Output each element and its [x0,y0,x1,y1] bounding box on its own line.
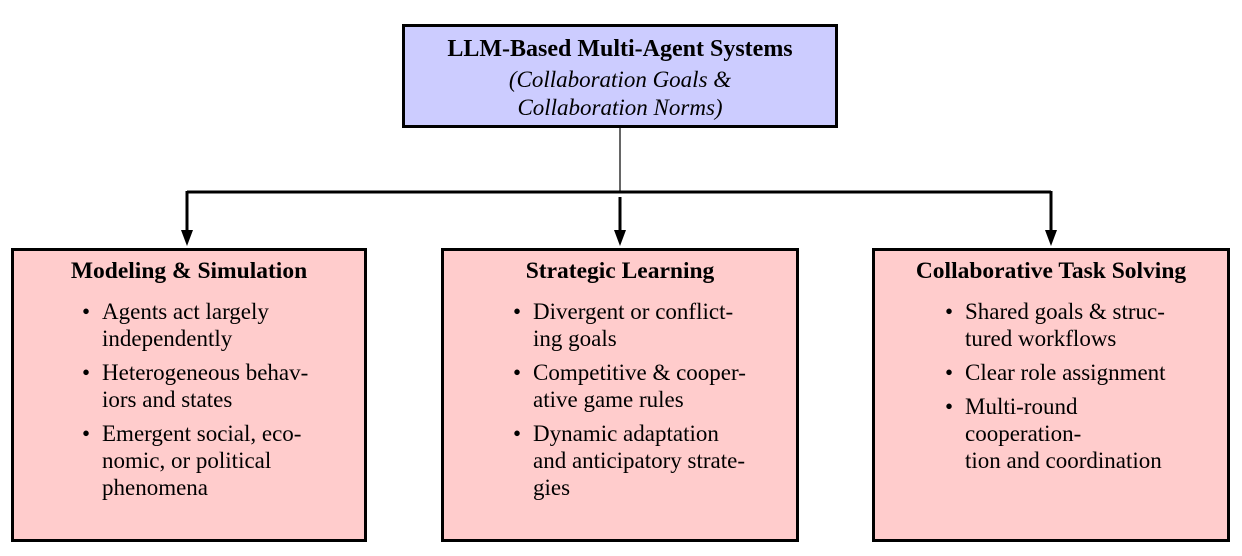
list-item-line: Multi-round cooperation- [965,394,1082,446]
root-subtitle-line: (Collaboration Goals & [508,67,732,92]
list-item: • Dynamic adaptation and anticipatory st… [513,420,765,501]
list-item-line: ative game rules [533,387,684,412]
list-item: • Multi-round cooperation- tion and coor… [945,393,1197,474]
list-item: • Emergent social, eco- nomic, or politi… [82,420,334,501]
list-item-line: Agents act largely [102,299,269,324]
list-item: • Agents act largely independently [82,298,334,352]
root-subtitle-line: Collaboration Norms) [517,95,723,120]
bullet-icon: • [513,299,522,324]
list-item: • Heterogeneous behav- iors and states [82,359,334,413]
arrowhead-modeling [181,230,193,246]
bullet-icon: • [945,299,954,324]
node-title: Modeling & Simulation [70,258,308,284]
list-item: • Divergent or conflict- ing goals [513,298,765,352]
list-item-line: Clear role assignment [965,360,1166,385]
bullet-icon: • [945,360,954,385]
list-item-line: iors and states [102,387,233,412]
list-item: • Clear role assignment [945,359,1197,386]
list-item-line: Dynamic adaptation [533,421,719,446]
node-collaborative-task-solving: Collaborative Task Solving • Shared goal… [872,248,1230,542]
bullet-icon: • [513,421,522,446]
arrowhead-strategic [614,230,626,246]
node-strategic-learning: Strategic Learning • Divergent or confli… [441,248,799,542]
list-item-line: Competitive & cooper- [533,360,746,385]
list-item-line: gies [533,475,571,500]
list-item: • Shared goals & struc- tured workflows [945,298,1197,352]
list-item-line: phenomena [102,475,209,500]
list-item-line: Heterogeneous behav- [102,360,309,385]
list-item-line: ing goals [533,326,617,351]
list-item-line: Emergent social, eco- [102,421,302,446]
bullet-list: • Agents act largely independently • Het… [14,298,364,501]
bullet-icon: • [82,421,91,446]
list-item-line: nomic, or political [102,448,272,473]
node-modeling-simulation: Modeling & Simulation • Agents act large… [11,248,367,542]
node-title: Strategic Learning [525,258,715,284]
root-title: LLM-Based Multi-Agent Systems [447,36,793,62]
list-item-line: tured workflows [965,326,1117,351]
bullet-list: • Shared goals & struc- tured workflows … [875,298,1227,474]
bullet-icon: • [82,360,91,385]
node-title: Collaborative Task Solving [915,258,1187,284]
bullet-icon: • [82,299,91,324]
bullet-icon: • [945,394,954,419]
list-item-line: tion and coordination [965,448,1162,473]
bullet-list: • Divergent or conflict- ing goals • Com… [444,298,796,501]
list-item: • Competitive & cooper- ative game rules [513,359,765,413]
bullet-icon: • [513,360,522,385]
list-item-line: Divergent or conflict- [533,299,734,324]
root-node: LLM-Based Multi-Agent Systems (Collabora… [402,24,838,128]
list-item-line: and anticipatory strate- [533,448,746,473]
list-item-line: Shared goals & struc- [965,299,1165,324]
arrowhead-collab [1045,230,1057,246]
list-item-line: independently [102,326,233,351]
